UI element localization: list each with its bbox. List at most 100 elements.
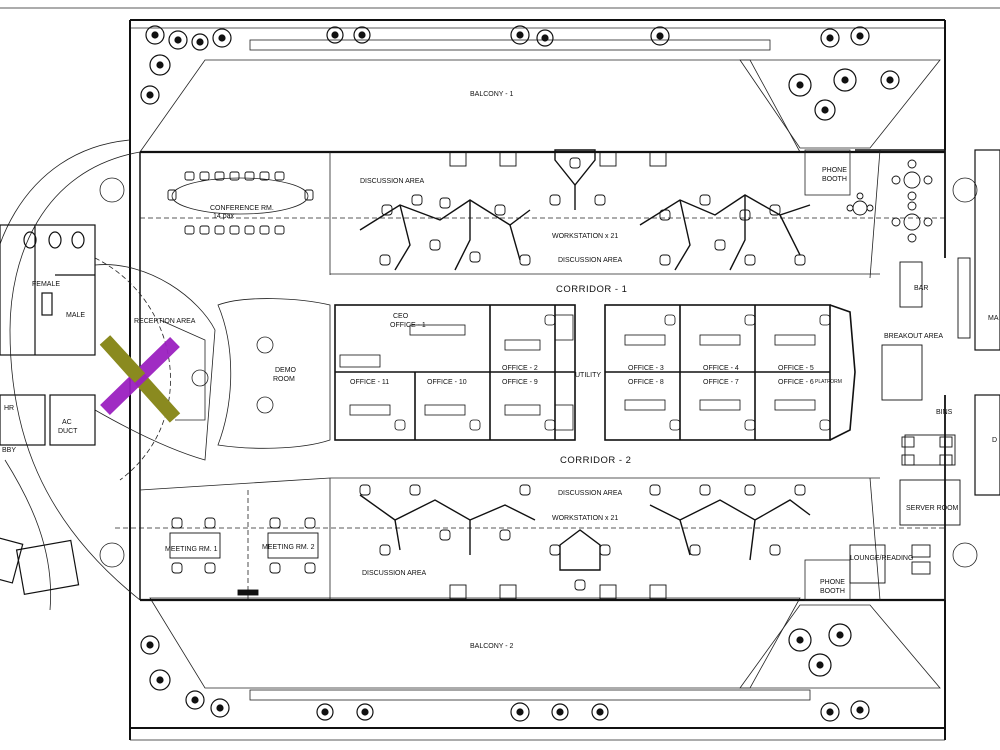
left-wing (0, 224, 96, 611)
tree-icon (551, 703, 569, 721)
tree-icon (510, 702, 530, 722)
male-restroom-label: MALE (66, 312, 85, 319)
tree-icon (356, 703, 374, 721)
office-9-label: OFFICE - 9 (502, 379, 538, 386)
tree-icon (316, 703, 334, 721)
balcony-1-label: BALCONY - 1 (470, 91, 514, 98)
conference-room-pax: 14 pax (213, 213, 235, 220)
discussion-area-label-4: DISCUSSION AREA (362, 570, 427, 577)
tree-icon (850, 26, 870, 46)
ac-duct-label-2: DUCT (58, 428, 78, 435)
discussion-area-label-1: DISCUSSION AREA (360, 178, 425, 185)
meeting-room-2-label: MEETING RM. 2 (262, 544, 315, 551)
workstations-bottom (359, 494, 811, 571)
cafe-table-icon (891, 159, 933, 201)
conference-room-label: CONFERENCE RM. (210, 205, 274, 212)
meeting-rooms (139, 477, 331, 600)
cafe-table-icon (846, 192, 874, 216)
tree-icon (145, 25, 165, 45)
demo-room-label-2: ROOM (273, 376, 295, 383)
cafe-table-icon (891, 201, 933, 243)
right-edge-rooms (974, 149, 1000, 496)
tree-icon (833, 68, 857, 92)
workstations-top (359, 149, 811, 271)
tree-icon (814, 99, 836, 121)
balcony-2-label: BALCONY - 2 (470, 643, 514, 650)
female-restroom-label: FEMALE (32, 281, 60, 288)
demo-room-label-1: DEMO (275, 367, 297, 374)
discussion-area-label-2: DISCUSSION AREA (558, 257, 623, 264)
workstation-label-bottom: WORKSTATION x 21 (552, 515, 618, 522)
toilet-icon (48, 231, 62, 249)
office-2-label: OFFICE - 2 (502, 365, 538, 372)
office-furniture (339, 314, 831, 431)
office-10-label: OFFICE - 10 (427, 379, 467, 386)
workstation-chairs-top (379, 157, 806, 266)
tree-icon (820, 702, 840, 722)
male-right-label: MA (988, 315, 999, 322)
phone-booth-top: PHONE BOOTH (804, 149, 851, 196)
tree-icon (591, 703, 609, 721)
meeting-room-1-label: MEETING RM. 1 (165, 546, 218, 553)
lounge-reading-label: LOUNGE/READING (850, 555, 913, 562)
phone-booth-bottom-label-2: BOOTH (820, 588, 845, 595)
corridor-1-label: CORRIDOR - 1 (556, 284, 627, 295)
tree-icon (212, 28, 232, 48)
office-block (334, 304, 856, 441)
tree-icon (788, 628, 812, 652)
tree-icon (828, 623, 852, 647)
landscape-trees (140, 25, 900, 722)
tree-icon (650, 26, 670, 46)
d-right-label: D (992, 437, 997, 444)
tree-icon (191, 33, 209, 51)
breakout-zone (846, 149, 971, 600)
lobby-label: BBY (2, 447, 16, 454)
tree-icon (185, 690, 205, 710)
booths-top (449, 151, 667, 167)
bins-label: BINS (936, 409, 953, 416)
tree-icon (820, 28, 840, 48)
phone-booth-bottom-label-1: PHONE (820, 579, 845, 586)
breakout-area-label: BREAKOUT AREA (884, 333, 943, 340)
hr-label: HR (4, 405, 14, 412)
tree-icon (353, 26, 371, 44)
office-3-label: OFFICE - 3 (628, 365, 664, 372)
office-4-label: OFFICE - 4 (703, 365, 739, 372)
office-6-label: OFFICE - 6 (778, 379, 814, 386)
phone-booth-bottom: PHONE BOOTH (804, 559, 851, 601)
ac-duct-label-1: AC (62, 419, 72, 426)
server-room-label: SERVER ROOM (906, 505, 959, 512)
tree-icon (510, 25, 530, 45)
bar-label: BAR (914, 285, 928, 292)
discussion-area-label-3: DISCUSSION AREA (558, 490, 623, 497)
reception-area: RECEPTION AREA (94, 264, 216, 461)
booths-bottom (449, 584, 667, 600)
tree-icon (850, 700, 870, 720)
tree-icon (168, 30, 188, 50)
tree-icon (140, 635, 160, 655)
tree-icon (880, 70, 900, 90)
workstation-label-top: WORKSTATION x 21 (552, 233, 618, 240)
workstation-chairs-bottom (359, 484, 806, 591)
platform-label: PLATFORM (815, 379, 842, 385)
tree-icon (788, 73, 812, 97)
tree-icon (326, 26, 344, 44)
tree-icon (536, 29, 554, 47)
phone-booth-top-label-2: BOOTH (822, 176, 847, 183)
tree-icon (808, 653, 832, 677)
ceo-office-label-2: OFFICE - 1 (390, 322, 426, 329)
tree-icon (140, 85, 160, 105)
reception-area-label: RECEPTION AREA (134, 318, 196, 325)
office-11-label: OFFICE - 11 (350, 379, 389, 386)
demo-room: DEMO ROOM (217, 298, 331, 449)
conference-room: CONFERENCE RM. 14 pax (167, 171, 314, 235)
tree-icon (149, 669, 171, 691)
office-7-label: OFFICE - 7 (703, 379, 739, 386)
tree-icon (210, 698, 230, 718)
toilet-icon (71, 231, 85, 249)
corridor-2-label: CORRIDOR - 2 (560, 455, 631, 466)
office-5-label: OFFICE - 5 (778, 365, 814, 372)
phone-booth-top-label-1: PHONE (822, 167, 847, 174)
ceo-office-label-1: CEO (393, 313, 409, 320)
